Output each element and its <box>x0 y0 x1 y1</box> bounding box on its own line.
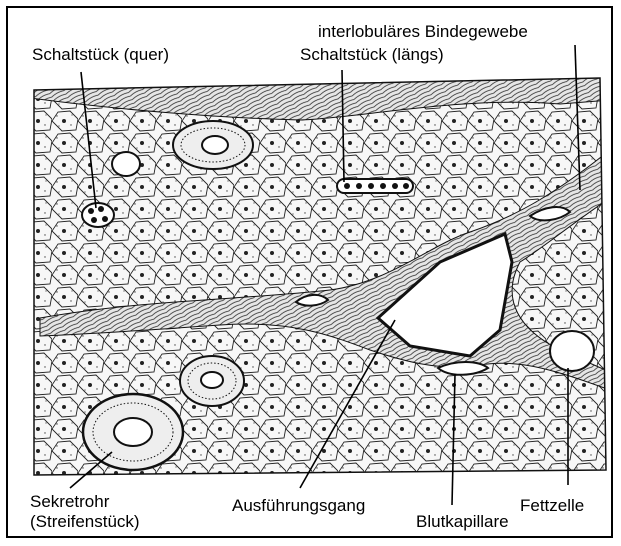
label-interlobulaeres-bindegewebe: interlobuläres Bindegewebe <box>318 22 528 42</box>
striated-duct-mid <box>180 356 244 406</box>
striated-duct-top <box>173 121 253 169</box>
label-sekretrohr: Sekretrohr <box>30 492 109 512</box>
label-schaltstueck-laengs: Schaltstück (längs) <box>300 45 444 65</box>
label-streifenstueck: (Streifenstück) <box>30 512 140 532</box>
intercalated-duct-long <box>337 179 413 193</box>
label-blutkapillare: Blutkapillare <box>416 512 509 532</box>
label-schaltstueck-quer: Schaltstück (quer) <box>32 45 169 65</box>
label-ausfuehrungsgang: Ausführungsgang <box>232 496 365 516</box>
label-fettzelle: Fettzelle <box>520 496 584 516</box>
fat-cell <box>550 331 594 371</box>
intercalated-duct-cross <box>82 203 114 227</box>
tissue-region <box>30 75 610 480</box>
small-lumen <box>112 152 140 176</box>
striated-duct-large <box>83 394 183 470</box>
